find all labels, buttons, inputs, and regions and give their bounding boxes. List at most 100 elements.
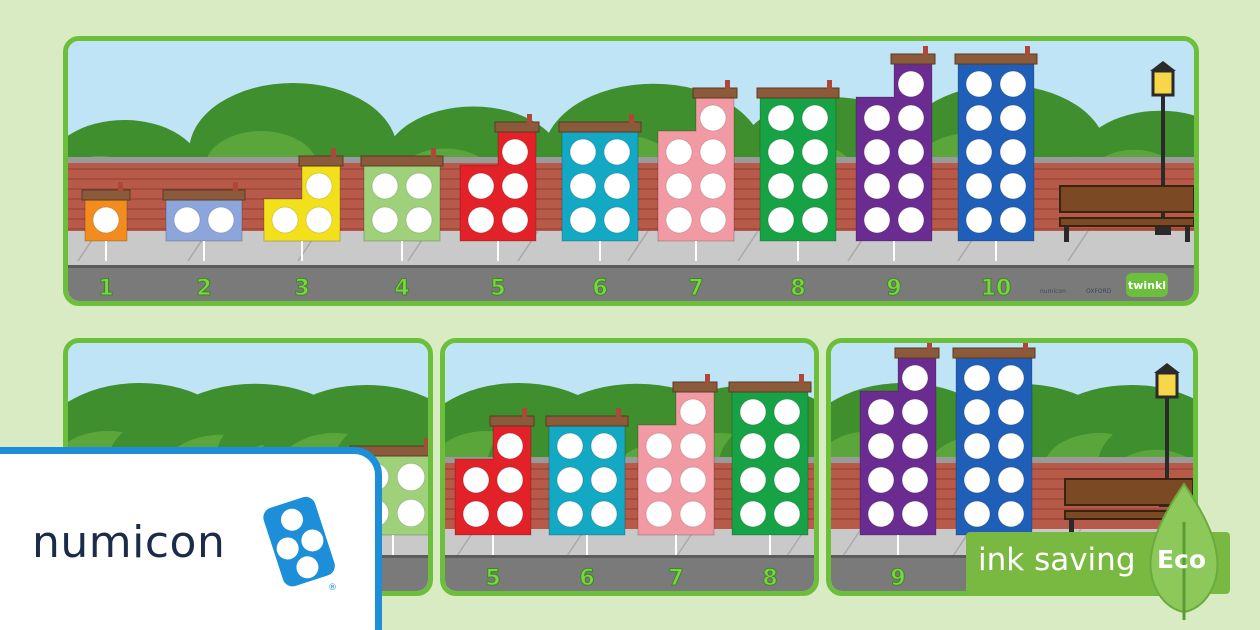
house-hole [773,398,801,426]
number-line-part-3-scene: 9 [831,343,1193,591]
house-hole [965,70,993,98]
house-hole [965,172,993,200]
bench-back [1064,478,1193,506]
registered-mark: ® [328,583,337,593]
house-hole [897,172,925,200]
house-hole [496,500,524,528]
house-hole [773,432,801,460]
lamp-base [1155,227,1171,235]
kerb [68,265,1194,268]
house-hole [92,206,120,234]
house-hole [739,432,767,460]
number-label: 10 [981,276,1012,301]
house-hole [863,104,891,132]
house-hole [590,432,618,460]
house-hole [963,364,991,392]
roof [692,87,738,99]
house-hole [773,466,801,494]
house-hole [773,500,801,528]
house-hole [997,500,1025,528]
house-hole [396,498,426,528]
bench-leg [1069,519,1074,535]
house-hole [767,138,795,166]
house-hole [173,206,201,234]
numicon-house-6 [545,408,629,555]
house-hole [739,500,767,528]
numicon-house-5 [459,114,540,261]
house-hole [665,172,693,200]
house-hole [999,104,1027,132]
house-hole [501,138,529,166]
house-hole [699,206,727,234]
house-hole [569,138,597,166]
house-hole [901,466,929,494]
house-hole [997,398,1025,426]
house-hole [462,466,490,494]
house-hole [271,206,299,234]
chimney [827,80,832,89]
roof [494,121,540,133]
chimney [923,46,928,55]
house-hole [207,206,235,234]
house-hole [645,466,673,494]
roof [489,415,535,427]
house-hole [739,398,767,426]
house-hole [603,172,631,200]
number-label: 2 [196,276,211,301]
house-hole [897,104,925,132]
house-hole [679,500,707,528]
number-label: 4 [394,276,409,301]
chimney [118,182,123,191]
numicon-house-8 [728,374,812,555]
number-label: 8 [790,276,805,301]
roof [81,189,131,201]
house-hole [965,104,993,132]
house-hole [999,70,1027,98]
house-hole [396,462,426,492]
kerb [445,555,814,558]
house-hole [665,206,693,234]
house-hole [371,172,399,200]
house-hole [467,172,495,200]
numicon-house-8 [756,80,840,261]
house-hole [963,432,991,460]
house-hole [901,432,929,460]
numicon-house-3 [263,148,344,261]
roof [162,189,246,201]
house-hole [867,432,895,460]
pavement-line [627,230,649,262]
number-line-part-3-panel: 9 [826,338,1198,596]
house-hole [999,206,1027,234]
house-hole [901,500,929,528]
chimney [725,80,730,89]
bench-back [1059,185,1194,213]
house-hole [501,172,529,200]
number-label: 8 [762,566,777,591]
house-hole [897,70,925,98]
roof [558,121,642,133]
house-hole [999,172,1027,200]
footer-numicon-text: numicon [1040,288,1066,295]
eco-label: Eco [1157,545,1207,574]
footer-oxford-text: OXFORD [1086,288,1112,295]
bench-leg [1064,226,1069,242]
numicon-wordmark: numicon [32,517,226,568]
numicon-house-2 [162,182,246,261]
house-hole [997,432,1025,460]
pavement-line [737,230,759,262]
road [68,267,1194,301]
chimney [522,408,527,417]
chimney [331,148,336,157]
numicon-house-6 [558,114,642,261]
house-hole [997,364,1025,392]
house-hole [305,206,333,234]
house-hole [305,172,333,200]
number-label: 1 [98,276,113,301]
number-label: 5 [490,276,505,301]
house-hole [965,138,993,166]
house-hole [501,206,529,234]
chimney [616,408,621,417]
twinkl-logo-text: twinkl [1128,279,1166,292]
